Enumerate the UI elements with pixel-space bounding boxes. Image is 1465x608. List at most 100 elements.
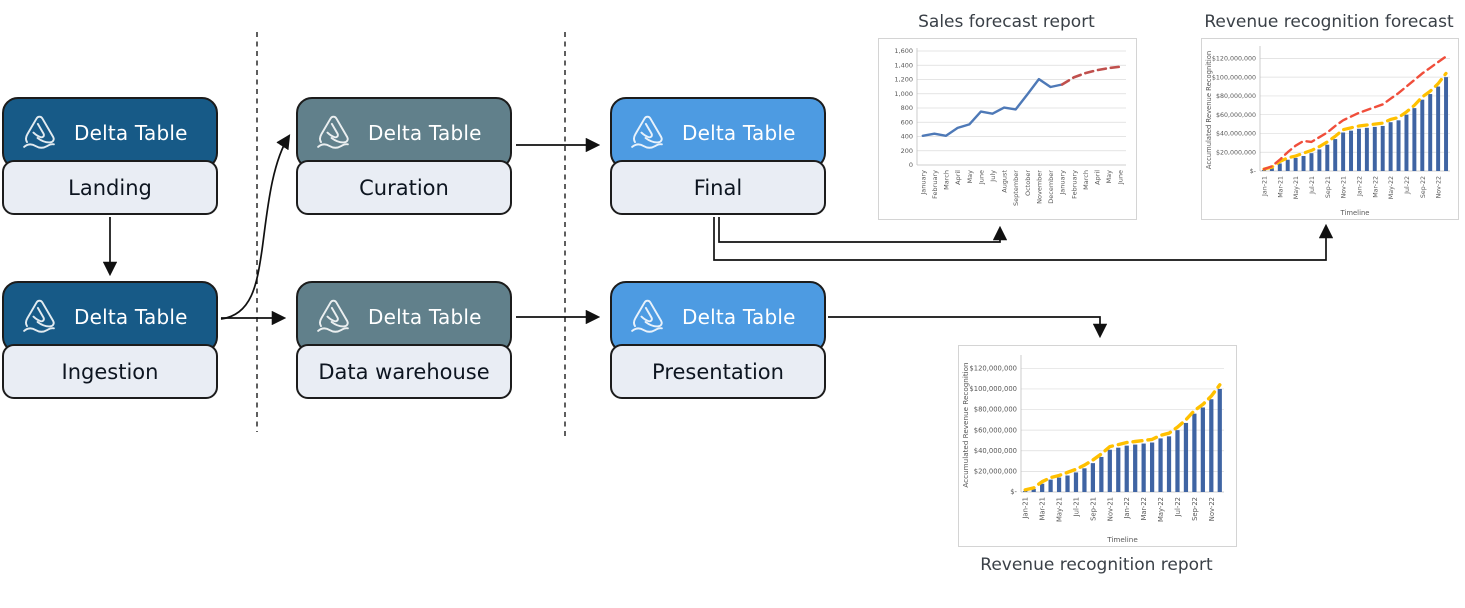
delta-lake-logo-icon — [624, 294, 670, 340]
svg-text:Sep-21: Sep-21 — [1089, 497, 1097, 521]
svg-text:1,000: 1,000 — [894, 90, 913, 98]
svg-text:0: 0 — [909, 161, 913, 169]
svg-text:1,200: 1,200 — [894, 76, 913, 84]
revenue-recognition-report-chart: $-$20,000,000$40,000,000$60,000,000$80,0… — [958, 345, 1237, 547]
svg-text:June: June — [1117, 170, 1125, 185]
svg-text:April: April — [954, 170, 962, 185]
svg-text:800: 800 — [901, 104, 913, 112]
delta-table-final: Delta Table Final — [610, 97, 826, 215]
svg-text:Accumulated Revenue Recognitio: Accumulated Revenue Recognition — [1205, 51, 1213, 169]
svg-text:May: May — [966, 170, 974, 184]
delta-table-title: Delta Table — [682, 121, 796, 145]
svg-text:600: 600 — [901, 118, 913, 126]
card-body: Ingestion — [2, 344, 218, 399]
svg-text:Mar-21: Mar-21 — [1039, 497, 1047, 521]
svg-text:May-21: May-21 — [1056, 497, 1064, 522]
svg-text:400: 400 — [901, 133, 913, 141]
delta-table-title: Delta Table — [368, 121, 482, 145]
card-body: Presentation — [610, 344, 826, 399]
card-body: Landing — [2, 160, 218, 215]
delta-table-presentation: Delta Table Presentation — [610, 281, 826, 399]
svg-text:$40,000,000: $40,000,000 — [974, 447, 1017, 455]
svg-text:March: March — [943, 170, 951, 190]
svg-text:Jan-21: Jan-21 — [1261, 176, 1268, 197]
arrow-presentation-to-revenue-report — [828, 316, 1108, 339]
svg-text:May-22: May-22 — [1388, 176, 1395, 199]
revenue-recognition-forecast-chart: $-$20,000,000$40,000,000$60,000,000$80,0… — [1201, 38, 1459, 220]
delta-table-title: Delta Table — [368, 305, 482, 329]
chart-title-revenue-forecast: Revenue recognition forecast — [1204, 12, 1454, 32]
revenue-recognition-report-block: $-$20,000,000$40,000,000$60,000,000$80,0… — [958, 345, 1237, 576]
svg-text:Timeline: Timeline — [1340, 209, 1370, 217]
delta-table-data-warehouse: Delta Table Data warehouse — [296, 281, 512, 399]
svg-text:May-22: May-22 — [1157, 497, 1165, 522]
svg-text:200: 200 — [901, 147, 913, 155]
delta-lake-logo-icon — [16, 110, 62, 156]
svg-text:January: January — [919, 170, 927, 196]
sales-forecast-chart: 0 200 400 600 800 1,000 1,200 1,400 1,600January… — [878, 38, 1137, 220]
delta-lake-logo-icon — [16, 294, 62, 340]
delta-table-title: Delta Table — [74, 121, 188, 145]
card-header: Delta Table — [2, 281, 218, 353]
svg-text:Mar-22: Mar-22 — [1372, 176, 1379, 198]
stage-label-ingestion: Ingestion — [61, 359, 159, 384]
svg-text:Nov-22: Nov-22 — [1436, 176, 1443, 198]
svg-text:August: August — [1001, 170, 1009, 193]
svg-text:Nov-22: Nov-22 — [1208, 497, 1216, 521]
stage-label-presentation: Presentation — [652, 359, 784, 384]
card-header: Delta Table — [296, 281, 512, 353]
svg-text:Nov-21: Nov-21 — [1106, 497, 1114, 521]
svg-text:$80,000,000: $80,000,000 — [974, 406, 1017, 414]
svg-text:Accumulated Revenue Recognitio: Accumulated Revenue Recognition — [961, 362, 970, 487]
card-header: Delta Table — [2, 97, 218, 169]
svg-text:$120,000,000: $120,000,000 — [969, 365, 1017, 373]
delta-table-title: Delta Table — [682, 305, 796, 329]
svg-text:Jul-21: Jul-21 — [1309, 176, 1316, 195]
svg-text:Sep-22: Sep-22 — [1420, 176, 1427, 198]
delta-lake-logo-icon — [310, 110, 356, 156]
arrow-final-to-sales-forecast — [718, 217, 1008, 243]
delta-lake-logo-icon — [624, 110, 670, 156]
svg-text:$100,000,000: $100,000,000 — [969, 385, 1017, 393]
card-header: Delta Table — [296, 97, 512, 169]
delta-lake-logo-icon — [310, 294, 356, 340]
svg-text:November: November — [1035, 170, 1043, 204]
svg-text:$-: $- — [1250, 168, 1256, 175]
svg-text:$100,000,000: $100,000,000 — [1212, 74, 1256, 81]
svg-text:Jan-22: Jan-22 — [1356, 176, 1363, 197]
svg-text:Sep-22: Sep-22 — [1191, 497, 1199, 521]
chart-title-sales-forecast: Sales forecast report — [918, 12, 1095, 32]
svg-text:October: October — [1024, 170, 1032, 196]
svg-text:December: December — [1047, 170, 1055, 204]
revenue-recognition-forecast-block: Revenue recognition forecast $- $20,000,0… — [1201, 11, 1459, 220]
svg-text:1,600: 1,600 — [894, 47, 913, 55]
svg-text:May: May — [1105, 170, 1113, 184]
svg-text:Sep-21: Sep-21 — [1325, 176, 1332, 198]
svg-text:April: April — [1093, 170, 1101, 185]
sales-forecast-report-block: Sales forecast report 0 200 400 600 800 1,000… — [878, 11, 1137, 220]
card-header: Delta Table — [610, 281, 826, 353]
svg-text:$20,000,000: $20,000,000 — [1216, 149, 1256, 156]
delta-table-curation: Delta Table Curation — [296, 97, 512, 215]
svg-text:June: June — [977, 170, 985, 185]
stage-label-landing: Landing — [68, 175, 152, 200]
svg-text:Timeline: Timeline — [1106, 535, 1138, 544]
svg-text:September: September — [1012, 170, 1020, 206]
svg-text:$20,000,000: $20,000,000 — [974, 468, 1017, 476]
svg-text:February: February — [931, 170, 939, 199]
svg-text:Jul-22: Jul-22 — [1404, 176, 1411, 195]
svg-text:1,400: 1,400 — [894, 61, 913, 69]
delta-table-ingestion: Delta Table Ingestion — [2, 281, 218, 399]
svg-text:Jan-21: Jan-21 — [1022, 497, 1030, 520]
svg-text:Mar-21: Mar-21 — [1277, 176, 1284, 198]
chart-title-revenue-report: Revenue recognition report — [980, 555, 1213, 575]
svg-text:Nov-21: Nov-21 — [1341, 176, 1348, 198]
svg-text:$60,000,000: $60,000,000 — [974, 426, 1017, 434]
stage-label-final: Final — [693, 175, 743, 200]
svg-text:Jul-21: Jul-21 — [1072, 497, 1080, 517]
svg-text:$40,000,000: $40,000,000 — [1216, 131, 1256, 138]
svg-text:January: January — [1059, 170, 1067, 196]
svg-text:Jan-22: Jan-22 — [1123, 497, 1131, 520]
svg-text:Mar-22: Mar-22 — [1140, 497, 1148, 521]
